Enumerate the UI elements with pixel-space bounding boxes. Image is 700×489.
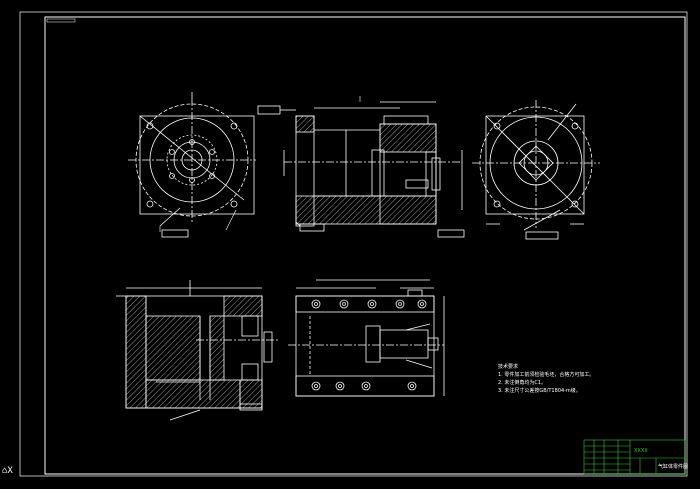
lower-left-section-view (116, 280, 280, 421)
note-item: 1. 零件加工前须检验毛坯，合格方可加工。 (498, 371, 594, 378)
title-block-part-name: 气缸体零件图 (658, 463, 688, 470)
note-item: 2. 未注倒角均为C1。 (498, 379, 546, 386)
left-end-view (128, 92, 256, 238)
paper-border (19, 11, 688, 477)
title-block: XXXX 气缸体零件图 (583, 439, 688, 475)
notes-heading: 技术要求 (498, 363, 518, 370)
ucs-axis-icon: ⌂X (2, 466, 13, 476)
frame-tag (46, 18, 76, 23)
drawing-frame (44, 16, 686, 475)
lower-right-plan-view (288, 279, 445, 397)
technical-notes: 技术要求 1. 零件加工前须检验毛坯，合格方可加工。 2. 未注倒角均为C1。 … (498, 363, 594, 394)
note-item: 3. 未注尺寸公差按GB/T1804-m级。 (498, 387, 581, 394)
right-end-view (472, 100, 600, 240)
title-block-company: XXXX (634, 448, 648, 454)
main-section-view (257, 101, 465, 238)
leader-lines (159, 96, 361, 232)
